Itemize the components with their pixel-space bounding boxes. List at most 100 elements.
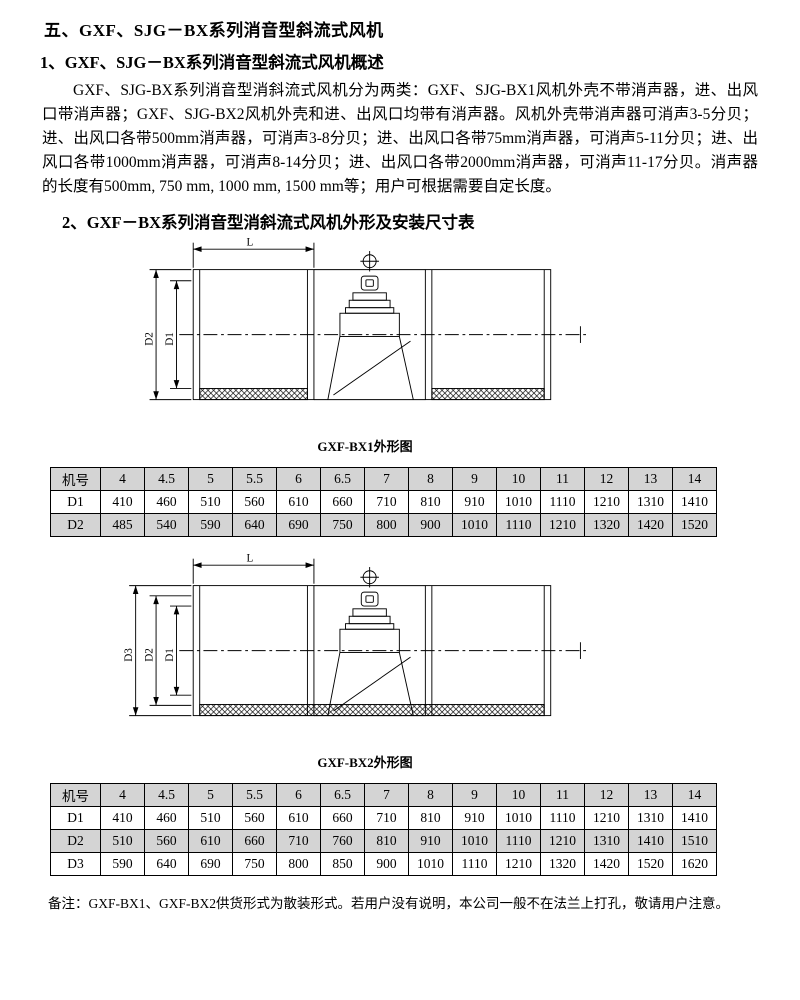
table-cell: 750 [320, 513, 365, 537]
table-cell: 460 [144, 806, 189, 830]
table-cell: 1420 [628, 513, 673, 537]
overview-paragraph: GXF、SJG-BX系列消音型消斜流式风机分为两类：GXF、SJG-BX1风机外… [42, 82, 758, 195]
table-cell: 590 [188, 513, 233, 537]
dim-label-D2: D2 [143, 648, 155, 662]
fan-drawing-bx1: L [143, 237, 588, 401]
table-header-cell: 7 [364, 783, 409, 807]
dim-label-D3: D3 [123, 648, 135, 662]
table-cell: 460 [144, 490, 189, 514]
table-cell: 1110 [496, 829, 541, 853]
terminal-box [360, 275, 379, 291]
acoustic-lining-hatch [199, 704, 545, 717]
table-header-cell: 5.5 [232, 783, 277, 807]
table-cell: 1210 [584, 490, 629, 514]
table-cell: 590 [100, 852, 145, 876]
table-header-cell: 8 [408, 467, 453, 491]
table-cell: 1410 [628, 829, 673, 853]
document-page: 五、GXF、SJG－BX系列消音型斜流式风机 1、GXF、SJG－BX系列消音型… [40, 21, 758, 911]
table-cell: 1520 [628, 852, 673, 876]
acoustic-lining-hatch [199, 388, 308, 401]
table-header-cell: 10 [496, 467, 541, 491]
table-cell: 1310 [628, 806, 673, 830]
table-header-cell: 4.5 [144, 783, 189, 807]
table-cell: 1110 [540, 490, 585, 514]
table-cell: 1410 [672, 806, 717, 830]
table-cell: 1210 [496, 852, 541, 876]
table-header-cell: 12 [584, 783, 629, 807]
table-cell: 1310 [584, 829, 629, 853]
table-cell: 640 [144, 852, 189, 876]
table-header-cell: 14 [672, 783, 717, 807]
table-cell: 900 [408, 513, 453, 537]
table-header-cell: 7 [364, 467, 409, 491]
table-cell: 810 [408, 490, 453, 514]
table-cell: 710 [276, 829, 321, 853]
table-header-cell: 9 [452, 467, 497, 491]
table-header-cell: 6.5 [320, 467, 365, 491]
table-header-cell: 5 [188, 467, 233, 491]
table-cell: 910 [452, 490, 497, 514]
table-cell: 510 [188, 806, 233, 830]
table-cell: 800 [276, 852, 321, 876]
figure-bx2-caption: GXF-BX2外形图 [317, 755, 413, 770]
row-label-cell: D1 [50, 806, 101, 830]
table-cell: 485 [100, 513, 145, 537]
dim-label-L: L [246, 553, 253, 564]
fan-casing [339, 312, 400, 337]
row-label-cell: D3 [50, 852, 101, 876]
table-header-cell: 5 [188, 783, 233, 807]
row-label-cell: D1 [50, 490, 101, 514]
dimension-D1: D1 [164, 280, 192, 389]
table-cell: 690 [188, 852, 233, 876]
table-cell: 410 [100, 490, 145, 514]
table-cell: 1520 [672, 513, 717, 537]
table-header-cell: 6 [276, 783, 321, 807]
page-title: 五、GXF、SJG－BX系列消音型斜流式风机 [44, 21, 384, 40]
table-cell: 410 [100, 806, 145, 830]
table-cell: 750 [232, 852, 277, 876]
section1-heading: 1、GXF、SJG－BX系列消音型斜流式风机概述 [40, 53, 384, 72]
table-cell: 660 [320, 806, 365, 830]
table-header-cell: 14 [672, 467, 717, 491]
table-cell: 1010 [496, 490, 541, 514]
table-cell: 1320 [540, 852, 585, 876]
table-cell: 1210 [540, 513, 585, 537]
table-cell: 690 [276, 513, 321, 537]
figure-bx1-caption: GXF-BX1外形图 [317, 439, 413, 454]
dim-label-D1: D1 [164, 648, 176, 662]
table-header-cell: 4.5 [144, 467, 189, 491]
fan-casing [339, 628, 400, 653]
dimension-D3: D3 [123, 585, 192, 717]
dimension-L: L [192, 237, 315, 268]
table-cell: 610 [276, 806, 321, 830]
terminal-box [360, 591, 379, 607]
table-cell: 1010 [452, 829, 497, 853]
table-cell: 1310 [628, 490, 673, 514]
table-cell: 510 [100, 829, 145, 853]
table-cell: 660 [232, 829, 277, 853]
dimension-D1: D1 [164, 605, 192, 696]
table-header-cell: 13 [628, 467, 673, 491]
row-label-cell: D2 [50, 513, 101, 537]
motor [345, 292, 395, 314]
dim-label-D1: D1 [164, 332, 176, 346]
table-cell: 810 [408, 806, 453, 830]
table-cell: 1410 [672, 490, 717, 514]
table-cell: 640 [232, 513, 277, 537]
dim-label-D2: D2 [143, 332, 155, 346]
table-cell: 610 [188, 829, 233, 853]
table-header-cell: 11 [540, 467, 585, 491]
table-cell: 560 [144, 829, 189, 853]
table-cell: 1210 [584, 806, 629, 830]
table-cell: 810 [364, 829, 409, 853]
table-cell: 1420 [584, 852, 629, 876]
table-cell: 760 [320, 829, 365, 853]
table-header-cell: 8 [408, 783, 453, 807]
table-header-cell: 6.5 [320, 783, 365, 807]
figure-bx1: L [40, 237, 690, 455]
